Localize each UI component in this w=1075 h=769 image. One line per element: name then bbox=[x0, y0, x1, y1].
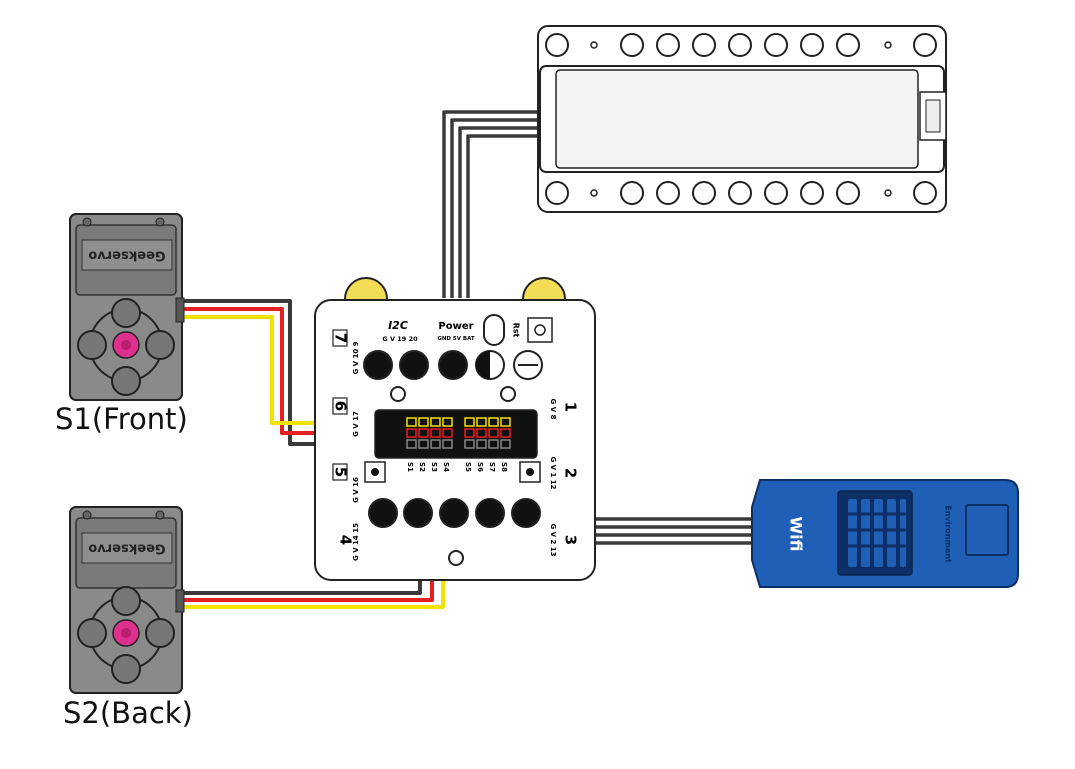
port-pin-label: G V 16 bbox=[352, 477, 360, 503]
servo-port-label: S4 bbox=[442, 462, 450, 472]
servo-port-label: S1 bbox=[406, 462, 414, 472]
rst-label: Rst bbox=[512, 323, 521, 338]
lego-holes-top bbox=[545, 33, 937, 57]
servo-port-label: S2 bbox=[418, 462, 426, 472]
port-pin-label: G V 10 9 bbox=[352, 341, 360, 374]
servo-port-label: S5 bbox=[464, 462, 472, 472]
port-number: 1 bbox=[562, 402, 580, 412]
port-pin-label: G V 14 15 bbox=[352, 523, 360, 561]
servo-brand-label: Geekservo bbox=[88, 541, 165, 556]
port-number: 3 bbox=[562, 535, 580, 545]
servo2-caption: S2(Back) bbox=[63, 696, 193, 730]
power-pins-label: GND 5V BAT bbox=[437, 336, 475, 342]
port-number: 5 bbox=[332, 467, 350, 477]
servo-header bbox=[374, 409, 538, 459]
servo-brand-label: Geekservo bbox=[88, 248, 165, 263]
port-pin-label: G V 17 bbox=[352, 411, 360, 437]
servo-port-label: S7 bbox=[488, 462, 496, 472]
port-pin-label: G V 1 12 bbox=[549, 456, 557, 489]
wifi-environment-module: Wifi Environment bbox=[751, 479, 1019, 588]
servo-s1: Geekservo bbox=[69, 213, 185, 401]
servo-port-label: S8 bbox=[500, 462, 508, 472]
servo-port-label: S3 bbox=[430, 462, 438, 472]
i2c-label: I2C bbox=[388, 319, 408, 332]
servo-port-label: S6 bbox=[476, 462, 484, 472]
port-pin-label: G V 8 bbox=[549, 399, 557, 420]
lego-holes-bottom bbox=[545, 181, 937, 205]
power-label: Power bbox=[438, 321, 473, 332]
port-number: 7 bbox=[332, 333, 350, 343]
servo1-caption: S1(Front) bbox=[55, 402, 188, 436]
i2c-cable bbox=[442, 110, 540, 298]
led-matrix-module bbox=[537, 25, 947, 213]
port-number: 6 bbox=[332, 401, 350, 411]
port3-cable bbox=[594, 517, 755, 545]
expansion-board: 7 6 5 4 1 2 3 G V 10 9 G V 17 G V 16 G V… bbox=[314, 277, 596, 581]
port-number: 4 bbox=[337, 535, 355, 545]
port-number: 2 bbox=[562, 468, 580, 478]
i2c-pins-label: G V 19 20 bbox=[382, 335, 418, 343]
servo-s2: Geekservo bbox=[69, 506, 185, 694]
sensor-label: Environment bbox=[944, 505, 953, 563]
port-pin-label: G V 2 13 bbox=[549, 523, 557, 556]
wifi-label: Wifi bbox=[787, 517, 806, 552]
